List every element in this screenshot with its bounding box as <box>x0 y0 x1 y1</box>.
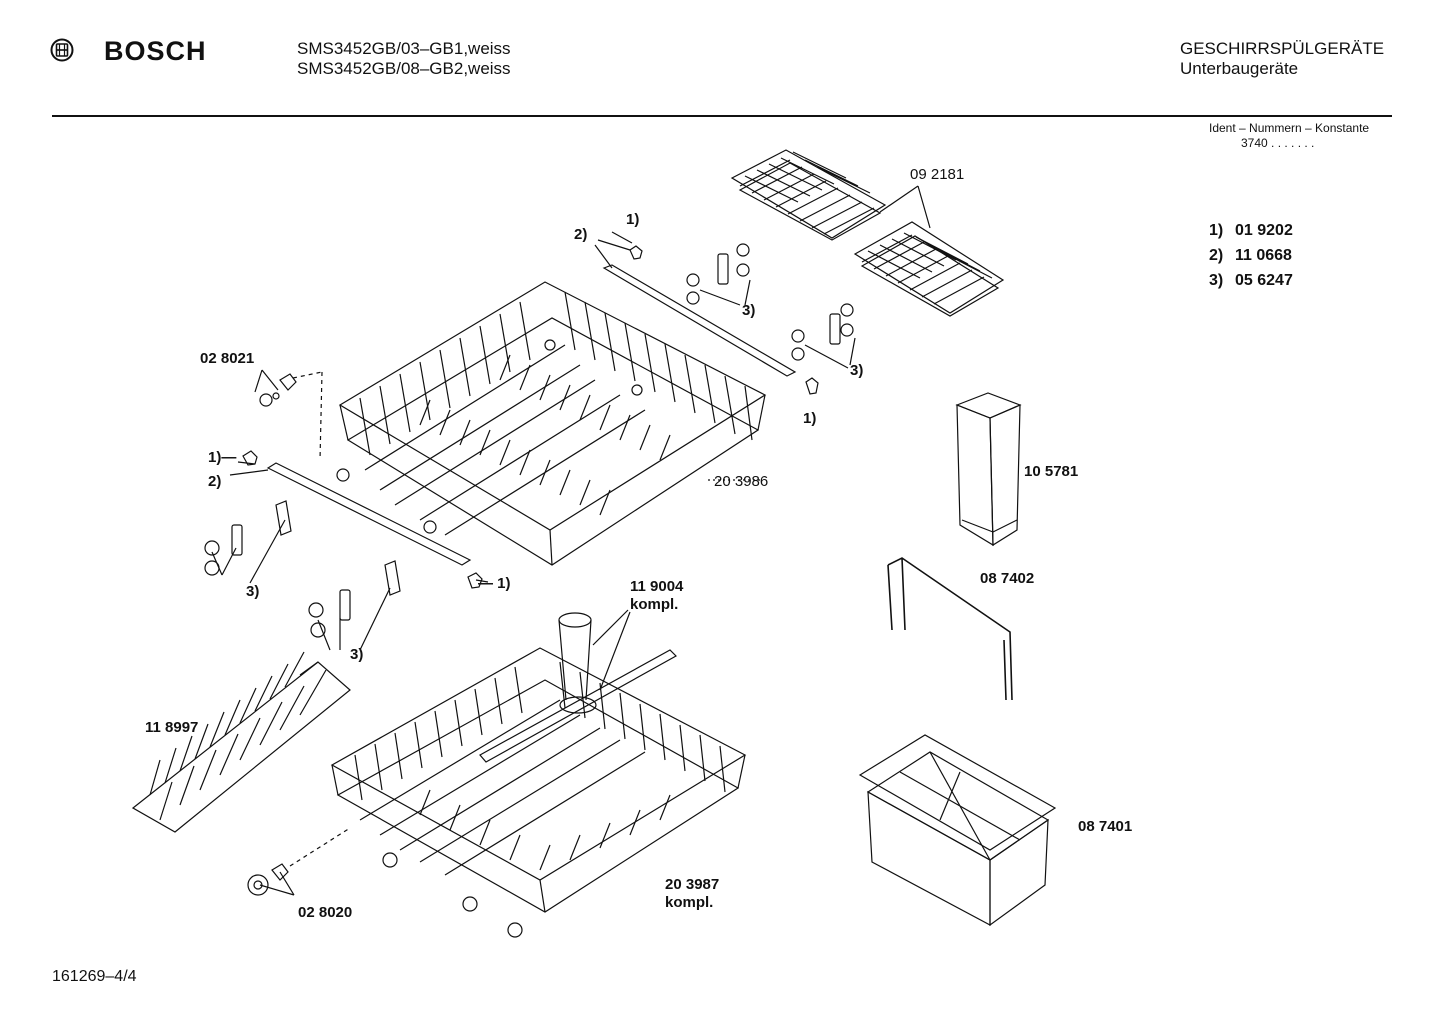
part-label-203987: 20 3987 <box>665 876 720 893</box>
ref-label-3: 3) <box>742 302 756 319</box>
clip-parts-top <box>629 243 856 395</box>
leader-line <box>917 185 931 229</box>
category-title: GESCHIRRSPÜLGERÄTE <box>1180 39 1385 58</box>
reference-key: 1) 01 9202 2) 11 0668 3) 05 6247 <box>1209 218 1293 293</box>
ref-label-1: 1) <box>626 211 640 228</box>
part-label-118997: 11 8997 <box>145 719 199 736</box>
lower-basket <box>330 647 747 938</box>
footer-code: 161269–4/4 <box>52 968 137 985</box>
clip-parts-left <box>204 371 483 638</box>
category-subtitle: Unterbaugeräte <box>1180 59 1299 78</box>
model-list: SMS3452GB/03–GB1,weiss SMS3452GB/08–GB2,… <box>297 39 511 79</box>
cutlery-basket <box>858 734 1057 927</box>
part-label-028021: 02 8021 <box>200 350 255 367</box>
cutlery-rack-top <box>730 149 887 241</box>
ref-label-2: 2) <box>208 473 222 490</box>
part-label-119004-kompl: kompl. <box>630 596 679 613</box>
model-line-2: SMS3452GB/08–GB2,weiss <box>297 59 511 78</box>
part-label-105781: 10 5781 <box>1024 463 1079 480</box>
leader-line <box>592 609 631 691</box>
key-ref: 2) <box>1209 247 1224 264</box>
category: GESCHIRRSPÜLGERÄTE Unterbaugeräte <box>1180 39 1384 79</box>
leader-line <box>879 185 919 213</box>
ref-label-2: 2) <box>574 226 588 243</box>
key-part-number: 01 9202 <box>1235 222 1293 239</box>
key-row: 3) 05 6247 <box>1209 268 1293 293</box>
key-part-number: 11 0668 <box>1235 247 1292 264</box>
ref-label-3: 3) <box>350 646 364 663</box>
ident-block: Ident – Nummern – Konstante 3740 . . . .… <box>1209 121 1369 151</box>
key-part-number: 05 6247 <box>1235 272 1293 289</box>
wheel-part <box>247 827 351 896</box>
rail-top <box>602 264 797 377</box>
rail-bottom <box>266 462 472 566</box>
key-ref: 1) <box>1209 222 1224 239</box>
key-ref: 3) <box>1209 272 1224 289</box>
spray-arm <box>479 612 677 763</box>
part-label-119004: 11 9004 <box>630 578 684 595</box>
brand-name: BOSCH <box>104 36 207 66</box>
ref-label-3: 3) <box>850 362 864 379</box>
ref-label-3: 3) <box>246 583 260 600</box>
cutlery-basket-tall <box>955 392 1022 547</box>
plate-rack <box>131 651 351 833</box>
key-row: 1) 01 9202 <box>1209 218 1293 243</box>
part-label-087401: 08 7401 <box>1078 818 1133 835</box>
basket-handle <box>887 557 1013 701</box>
ref-label-1: 1) <box>803 410 817 427</box>
ref-label-1: 1)— <box>208 449 237 466</box>
leader-line <box>594 231 633 269</box>
part-label-203987-kompl: kompl. <box>665 894 714 911</box>
ident-value: 3740 . . . . . . . <box>1241 136 1315 150</box>
ref-label-1: — 1) <box>478 575 511 592</box>
key-row: 2) 11 0668 <box>1209 243 1293 268</box>
bosch-logo-icon <box>50 38 74 62</box>
cutlery-rack-bottom <box>853 221 1005 317</box>
ident-label: Ident – Nummern – Konstante <box>1209 121 1370 135</box>
part-label-087402: 08 7402 <box>980 570 1035 587</box>
part-label-092181: 09 2181 <box>910 166 965 183</box>
upper-basket <box>336 281 767 566</box>
header-divider <box>52 115 1392 117</box>
leader-line <box>211 369 489 896</box>
model-line-1: SMS3452GB/03–GB1,weiss <box>297 39 511 58</box>
part-label-028020: 02 8020 <box>298 904 353 921</box>
part-label-203986: 20 3986 <box>714 473 769 490</box>
